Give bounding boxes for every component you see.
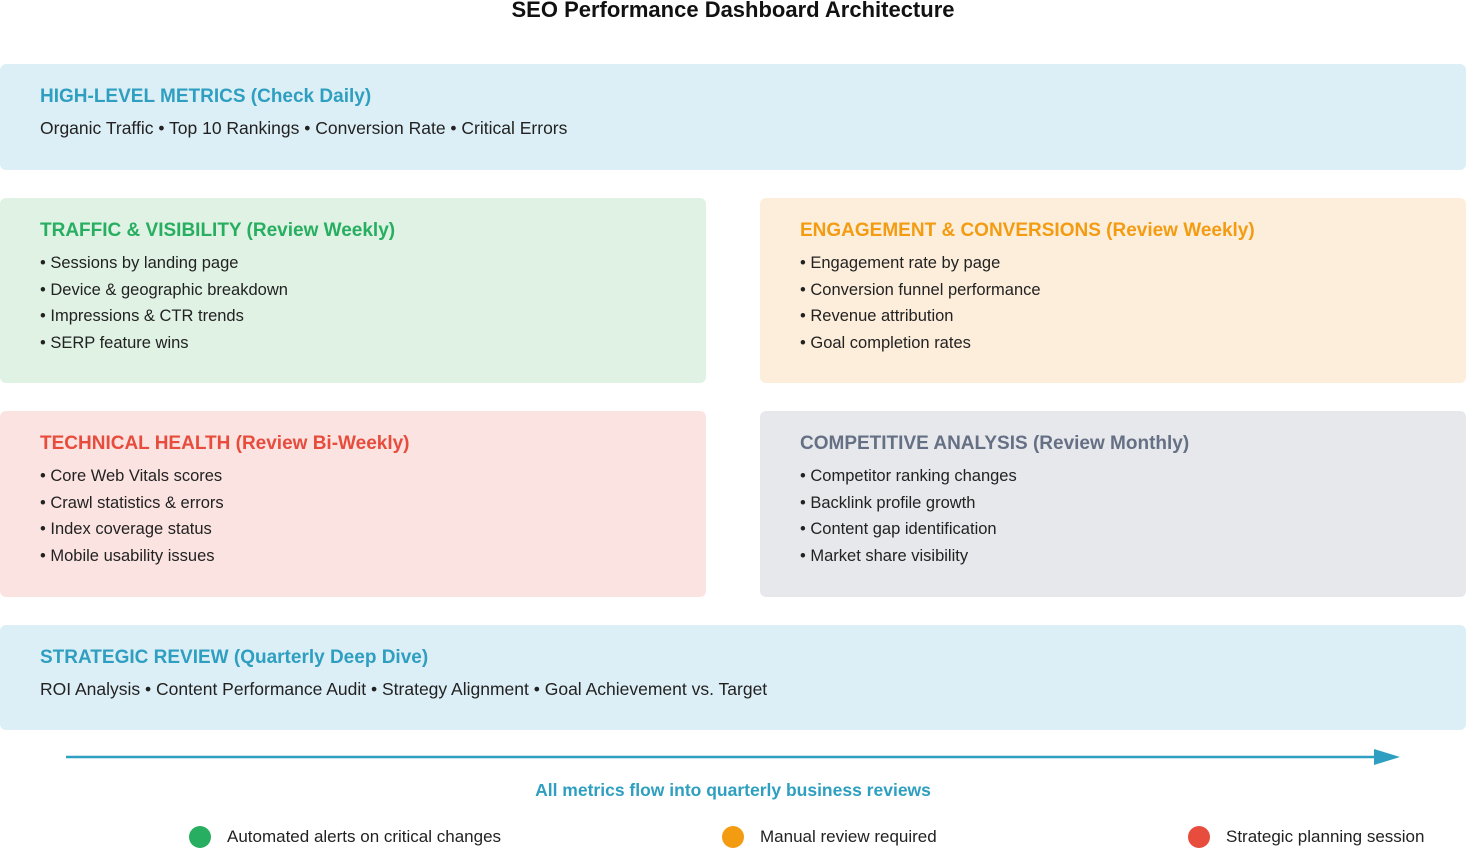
legend-label: Automated alerts on critical changes: [227, 827, 502, 846]
legend-item-automated: Automated alerts on critical changes: [189, 826, 501, 848]
diagram-title: SEO Performance Dashboard Architecture: [511, 0, 955, 22]
legend-label: Strategic planning session: [1226, 827, 1425, 846]
strategic-review-heading: STRATEGIC REVIEW (Quarterly Deep Dive): [40, 647, 429, 668]
engagement-conversions-panel: ENGAGEMENT & CONVERSIONS (Review Weekly)…: [760, 198, 1466, 383]
legend-item-manual: Manual review required: [722, 826, 937, 848]
engagement-conversions-heading: ENGAGEMENT & CONVERSIONS (Review Weekly): [800, 220, 1255, 241]
red-dot-icon: [1188, 826, 1210, 848]
list-item: Engagement rate by page: [800, 250, 1426, 277]
list-item: Index coverage status: [40, 516, 666, 543]
list-item: Crawl statistics & errors: [40, 490, 666, 517]
traffic-visibility-list: Sessions by landing page Device & geogra…: [40, 250, 666, 357]
high-level-metrics-heading: HIGH-LEVEL METRICS (Check Daily): [40, 86, 372, 107]
list-item: Content gap identification: [800, 516, 1426, 543]
competitive-analysis-list: Competitor ranking changes Backlink prof…: [800, 463, 1426, 570]
list-item: Impressions & CTR trends: [40, 303, 666, 330]
list-item: Core Web Vitals scores: [40, 463, 666, 490]
strategic-review-list: ROI Analysis • Content Performance Audit…: [40, 679, 768, 699]
list-item: Conversion funnel performance: [800, 277, 1426, 304]
list-item: Revenue attribution: [800, 303, 1426, 330]
list-item: SERP feature wins: [40, 330, 666, 357]
traffic-visibility-panel: TRAFFIC & VISIBILITY (Review Weekly) Ses…: [0, 198, 706, 383]
list-item: Backlink profile growth: [800, 490, 1426, 517]
list-item: Goal completion rates: [800, 330, 1426, 357]
list-item: Mobile usability issues: [40, 543, 666, 570]
technical-health-list: Core Web Vitals scores Crawl statistics …: [40, 463, 666, 570]
high-level-metrics-list: Organic Traffic • Top 10 Rankings • Conv…: [40, 118, 568, 138]
competitive-analysis-heading: COMPETITIVE ANALYSIS (Review Monthly): [800, 433, 1190, 454]
technical-health-panel: TECHNICAL HEALTH (Review Bi-Weekly) Core…: [0, 411, 706, 597]
orange-dot-icon: [722, 826, 744, 848]
strategic-review-panel: STRATEGIC REVIEW (Quarterly Deep Dive) R…: [0, 625, 1466, 730]
green-dot-icon: [189, 826, 211, 848]
flow-label: All metrics flow into quarterly business…: [535, 780, 931, 800]
technical-health-heading: TECHNICAL HEALTH (Review Bi-Weekly): [40, 433, 410, 454]
list-item: Market share visibility: [800, 543, 1426, 570]
list-item: Sessions by landing page: [40, 250, 666, 277]
flow-arrow-icon: [66, 749, 1400, 765]
engagement-conversions-list: Engagement rate by page Conversion funne…: [800, 250, 1426, 357]
legend-label: Manual review required: [760, 827, 937, 846]
high-level-metrics-panel: HIGH-LEVEL METRICS (Check Daily) Organic…: [0, 64, 1466, 170]
legend-item-strategic: Strategic planning session: [1188, 826, 1424, 848]
list-item: Device & geographic breakdown: [40, 277, 666, 304]
traffic-visibility-heading: TRAFFIC & VISIBILITY (Review Weekly): [40, 220, 396, 241]
list-item: Competitor ranking changes: [800, 463, 1426, 490]
competitive-analysis-panel: COMPETITIVE ANALYSIS (Review Monthly) Co…: [760, 411, 1466, 597]
